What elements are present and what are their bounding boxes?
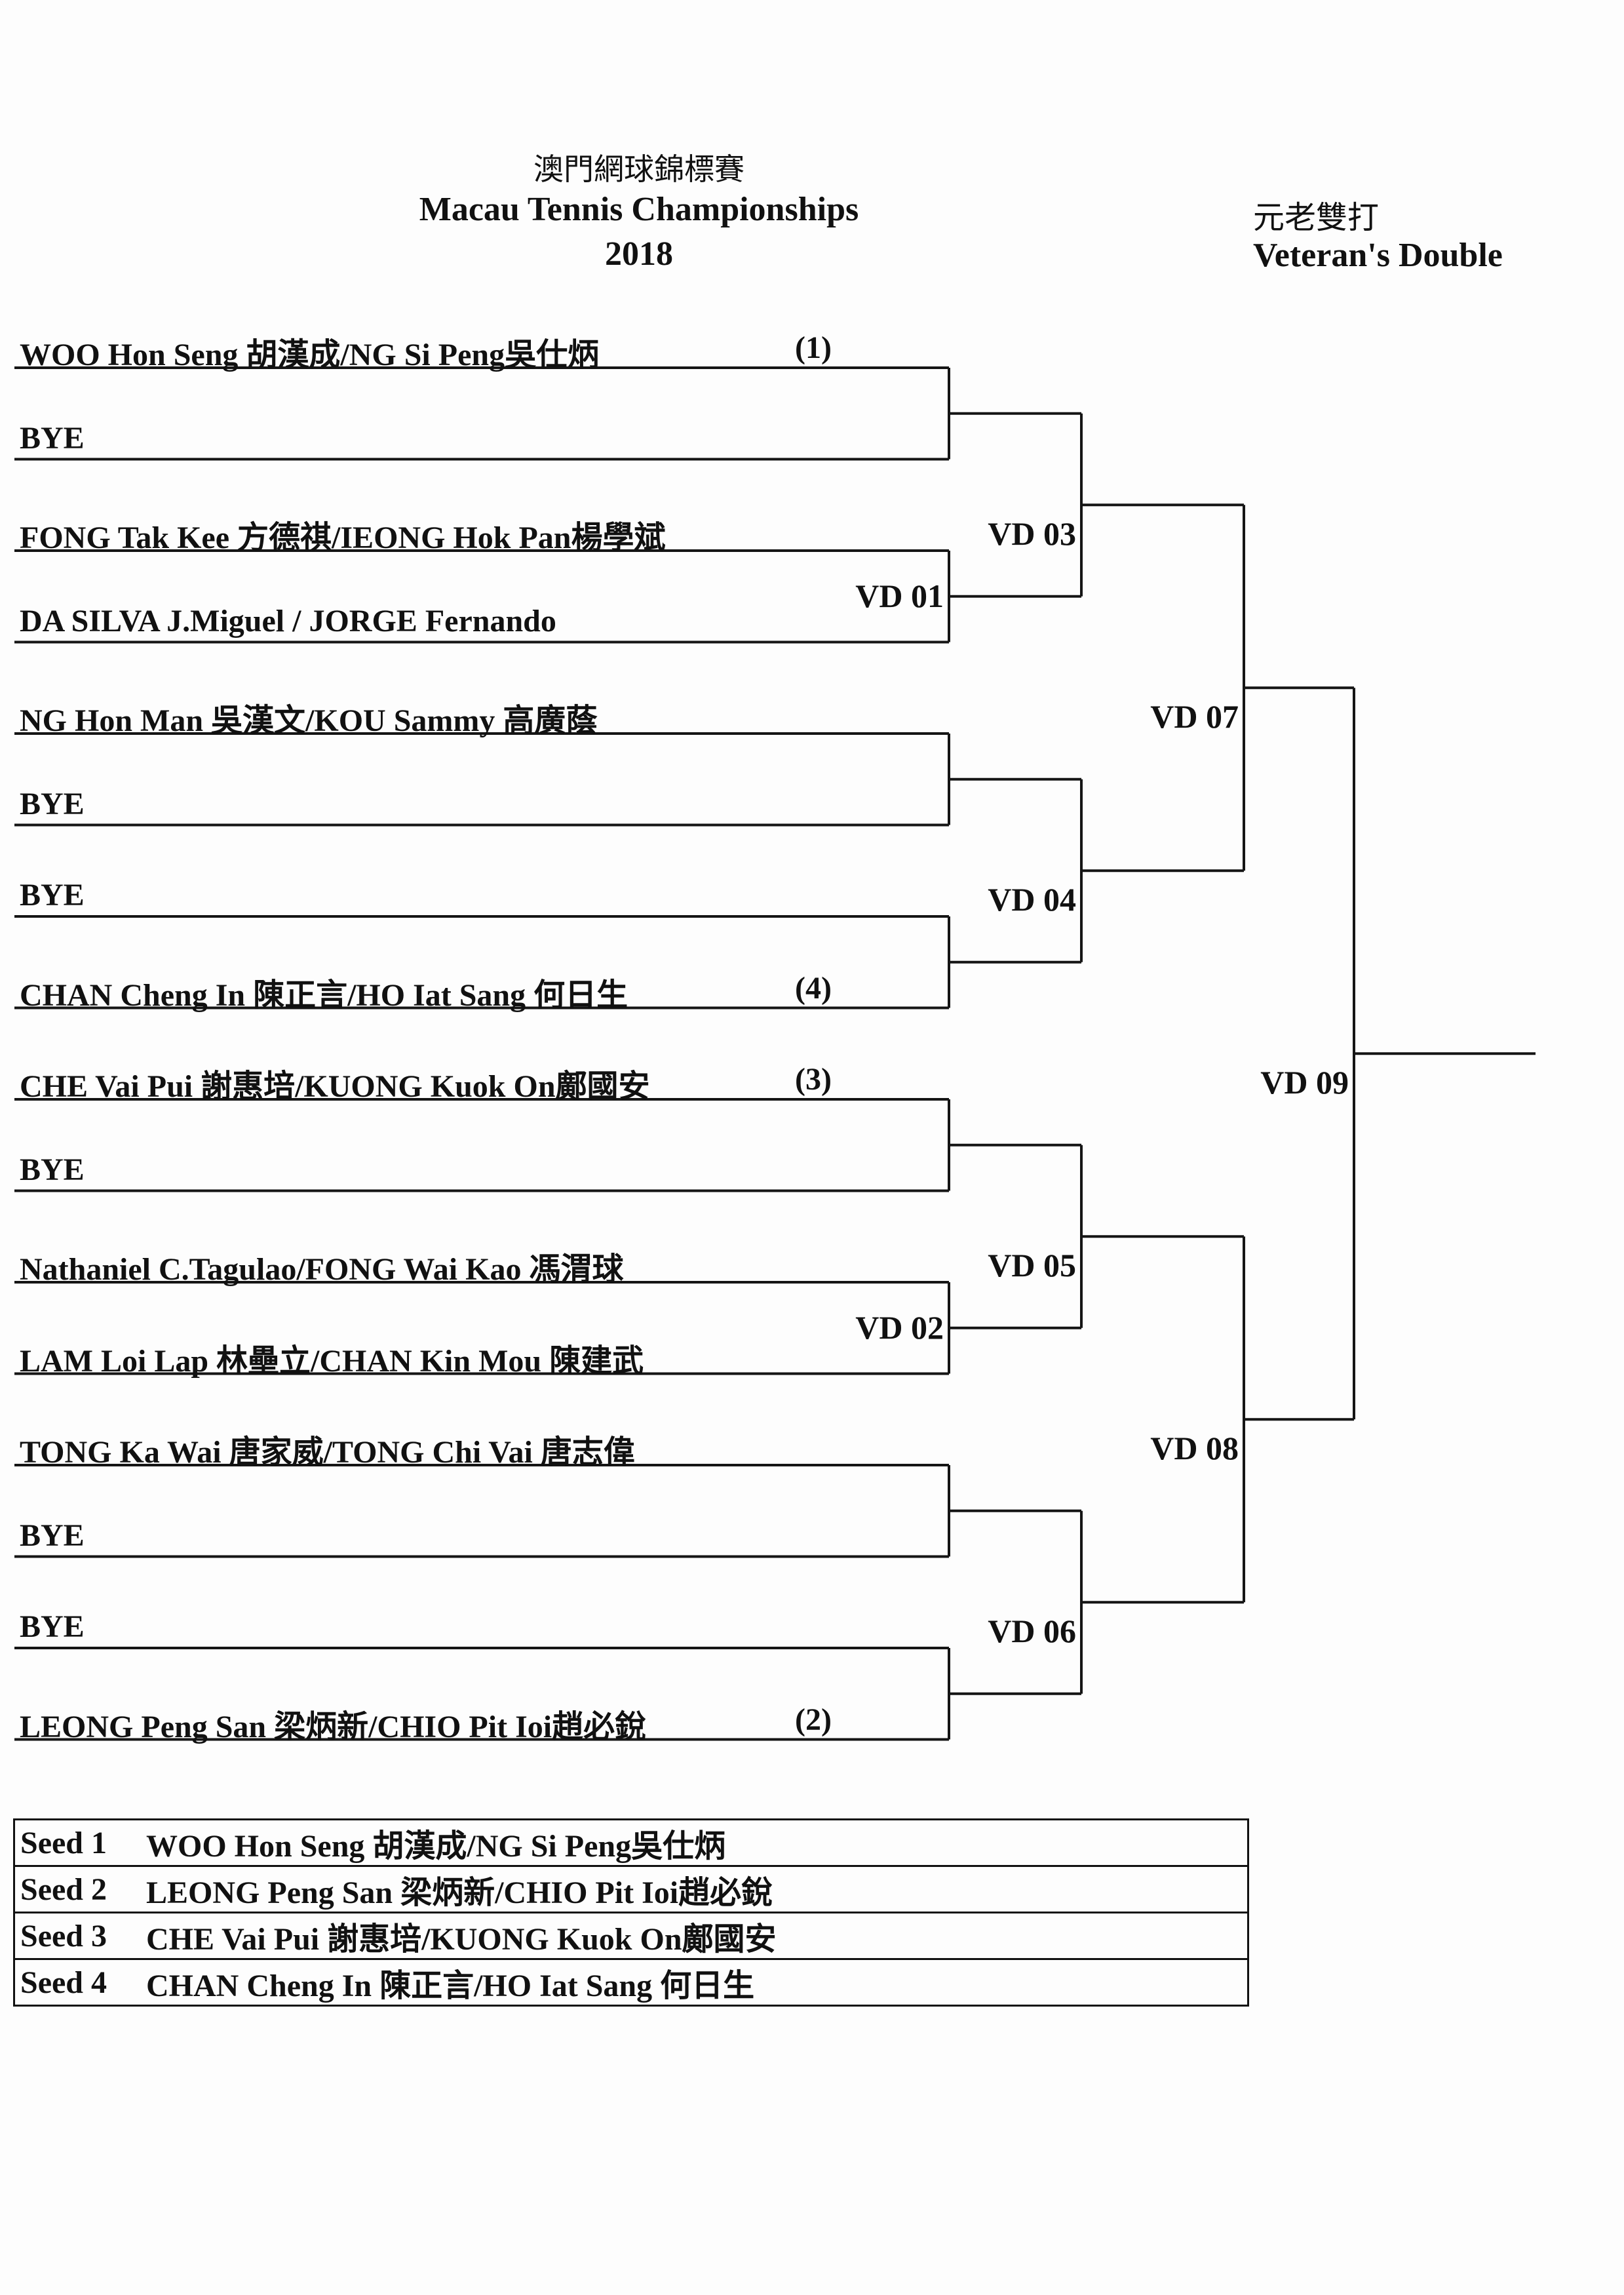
event-title: Veteran's Double	[1253, 237, 1503, 274]
tournament-title: Macau Tennis Championships	[419, 191, 859, 228]
match-label: VD 04	[988, 881, 1076, 918]
draw-entry: BYE	[20, 1518, 85, 1553]
seed-label: Seed 3	[20, 1918, 107, 1953]
seed-label: Seed 4	[20, 1965, 107, 2000]
seed-marker: (1)	[795, 330, 832, 365]
seed-marker: (2)	[795, 1702, 832, 1737]
draw-entry: LEONG Peng San 梁炳新/CHIO Pit Ioi趙必銳	[20, 1709, 647, 1744]
draw-entry: LAM Loi Lap 林壘立/CHAN Kin Mou 陳建武	[20, 1343, 644, 1379]
seed-name: LEONG Peng San 梁炳新/CHIO Pit Ioi趙必銳	[146, 1875, 773, 1910]
event-title-chinese: 元老雙打	[1253, 201, 1380, 235]
seed-row: Seed 2 LEONG Peng San 梁炳新/CHIO Pit Ioi趙必…	[15, 1867, 1247, 1913]
seed-name: CHE Vai Pui 謝惠培/KUONG Kuok On鄺國安	[146, 1922, 777, 1957]
draw-entry: CHAN Cheng In 陳正言/HO Iat Sang 何日生	[20, 977, 628, 1013]
seed-name: CHAN Cheng In 陳正言/HO Iat Sang 何日生	[146, 1969, 755, 2003]
seed-row: Seed 3 CHE Vai Pui 謝惠培/KUONG Kuok On鄺國安	[15, 1913, 1247, 1960]
seed-row: Seed 1 WOO Hon Seng 胡漢成/NG Si Peng吳仕炳	[15, 1820, 1247, 1867]
match-label: VD 07	[1150, 698, 1239, 735]
tournament-title-chinese: 澳門網球錦標賽	[533, 153, 744, 186]
draw-entry: Nathaniel C.Tagulao/FONG Wai Kao 馮渭球	[20, 1252, 624, 1287]
draw-entry: FONG Tak Kee 方德祺/IEONG Hok Pan楊學斌	[20, 520, 666, 555]
seed-marker: (3)	[795, 1062, 832, 1097]
match-label: VD 01	[855, 577, 944, 614]
match-label: VD 06	[988, 1613, 1076, 1649]
seed-marker: (4)	[795, 970, 832, 1006]
seed-list: Seed 1 WOO Hon Seng 胡漢成/NG Si Peng吳仕炳 Se…	[13, 1818, 1249, 2007]
tournament-year: 2018	[605, 235, 673, 273]
match-label: VD 02	[855, 1308, 944, 1346]
draw-entry: CHE Vai Pui 謝惠培/KUONG Kuok On鄺國安	[20, 1069, 650, 1104]
draw-entry: DA SILVA J.Miguel / JORGE Fernando	[20, 603, 556, 638]
match-label: VD 03	[988, 515, 1076, 552]
seed-row: Seed 4 CHAN Cheng In 陳正言/HO Iat Sang 何日生	[15, 1960, 1247, 2005]
draw-entry: BYE	[20, 786, 85, 821]
draw-entry: TONG Ka Wai 唐家威/TONG Chi Vai 唐志偉	[20, 1435, 635, 1470]
draw-entry: BYE	[20, 1609, 85, 1644]
draw-entry: BYE	[20, 878, 85, 912]
draw-entry: BYE	[20, 1152, 85, 1187]
final-match-label: VD 09	[1260, 1064, 1349, 1101]
seed-label: Seed 2	[20, 1872, 107, 1907]
draw-entry: BYE	[20, 420, 85, 456]
seed-name: WOO Hon Seng 胡漢成/NG Si Peng吳仕炳	[146, 1829, 726, 1864]
match-label: VD 05	[988, 1247, 1076, 1284]
draw-entry: WOO Hon Seng 胡漢成/NG Si Peng吳仕炳	[20, 338, 600, 372]
match-label: VD 08	[1150, 1430, 1239, 1466]
seed-label: Seed 1	[20, 1825, 107, 1860]
draw-entry: NG Hon Man 吳漢文/KOU Sammy 高廣蔭	[20, 703, 598, 738]
